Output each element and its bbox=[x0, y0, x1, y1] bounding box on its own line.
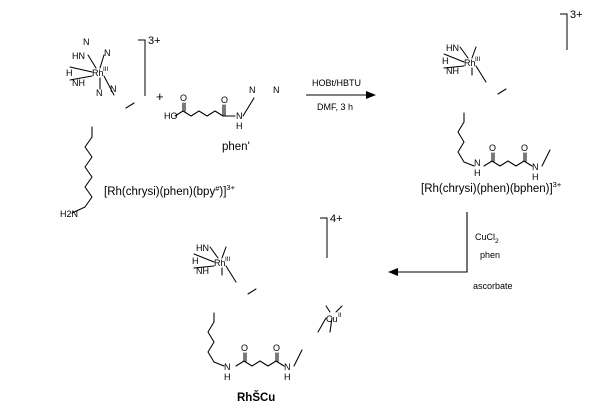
intermediate-rh-label: Rh bbox=[464, 58, 476, 68]
phen-prime-n3-label: N bbox=[273, 85, 280, 95]
starting-n2-label: N bbox=[104, 48, 111, 58]
reaction-2-reagent-1: CuCl2 bbox=[475, 232, 499, 245]
intermediate-amide-h-label: H bbox=[474, 168, 481, 178]
starting-nh-label: NH bbox=[72, 78, 85, 88]
product-rh-ox-label: III bbox=[225, 256, 231, 263]
intermediate-hn-label: HN bbox=[446, 43, 459, 53]
starting-rh-label: Rh bbox=[92, 68, 104, 78]
phen-prime-h-label: H bbox=[236, 121, 243, 131]
intermediate-structure bbox=[388, 20, 576, 167]
product-amide2-n-label: N bbox=[284, 362, 291, 372]
phen-prime-structure bbox=[174, 68, 278, 117]
starting-n3-label: N bbox=[96, 88, 103, 98]
product-cu-ox-label: II bbox=[338, 312, 342, 319]
phen-prime-label: phen' bbox=[222, 141, 250, 153]
product-charge: 4+ bbox=[330, 213, 343, 225]
intermediate-o2-label: O bbox=[521, 143, 528, 153]
phen-prime-o2-label: O bbox=[221, 95, 228, 105]
starting-h-label: H bbox=[66, 68, 73, 78]
reaction-2-reagent-3: ascorbate bbox=[473, 281, 513, 291]
product-h-label: H bbox=[192, 256, 199, 266]
product-amide-h-label: H bbox=[224, 372, 231, 382]
reaction-arrow-2 bbox=[388, 212, 468, 276]
product-amide-n-label: N bbox=[224, 362, 231, 372]
product-rh-label: Rh bbox=[214, 258, 226, 268]
product-hn-label: HN bbox=[196, 243, 209, 253]
starting-hn-label: HN bbox=[72, 51, 85, 61]
phen-prime-o1-label: O bbox=[180, 93, 187, 103]
product-amide2-h-label: H bbox=[284, 372, 291, 382]
intermediate-rh-ox-label: III bbox=[475, 56, 481, 63]
intermediate-amide2-n-label: N bbox=[532, 162, 539, 172]
product-structure bbox=[138, 220, 350, 367]
phen-prime-n-label: N bbox=[236, 111, 243, 121]
starting-n1-label: N bbox=[83, 37, 90, 47]
product-label: RhŠCu bbox=[237, 391, 275, 404]
reaction-arrow-1 bbox=[306, 91, 376, 99]
product-cu-label: Cu bbox=[326, 314, 338, 324]
starting-n4-label: N bbox=[110, 84, 117, 94]
intermediate-h-label: H bbox=[442, 56, 449, 66]
reaction-1-conditions: DMF, 3 h bbox=[317, 102, 353, 112]
starting-complex-structure bbox=[13, 28, 135, 214]
intermediate-charge: 3+ bbox=[570, 9, 583, 21]
reaction-2-reagent-2: phen bbox=[480, 250, 500, 260]
intermediate-nh-label: NH bbox=[446, 66, 459, 76]
intermediate-o1-label: O bbox=[489, 143, 496, 153]
intermediate-amide-n-label: N bbox=[474, 158, 481, 168]
starting-rh-ox-label: III bbox=[103, 66, 109, 73]
phen-prime-acid-label: HO bbox=[164, 111, 178, 121]
starting-amine-label: H2N bbox=[60, 209, 78, 219]
starting-complex-label: [Rh(chrysi)(phen)(bpy#)]3+ bbox=[104, 183, 236, 198]
product-o1-label: O bbox=[241, 343, 248, 353]
intermediate-amide2-h-label: H bbox=[532, 172, 539, 182]
product-o2-label: O bbox=[273, 343, 280, 353]
intermediate-label: [Rh(chrysi)(phen)(bphen)]3+ bbox=[421, 180, 562, 195]
starting-charge: 3+ bbox=[148, 35, 161, 47]
phen-prime-n2-label: N bbox=[249, 85, 256, 95]
plus-sign: + bbox=[156, 89, 164, 104]
reaction-1-reagents: HOBt/HBTU bbox=[312, 78, 361, 88]
product-nh-label: NH bbox=[196, 266, 209, 276]
